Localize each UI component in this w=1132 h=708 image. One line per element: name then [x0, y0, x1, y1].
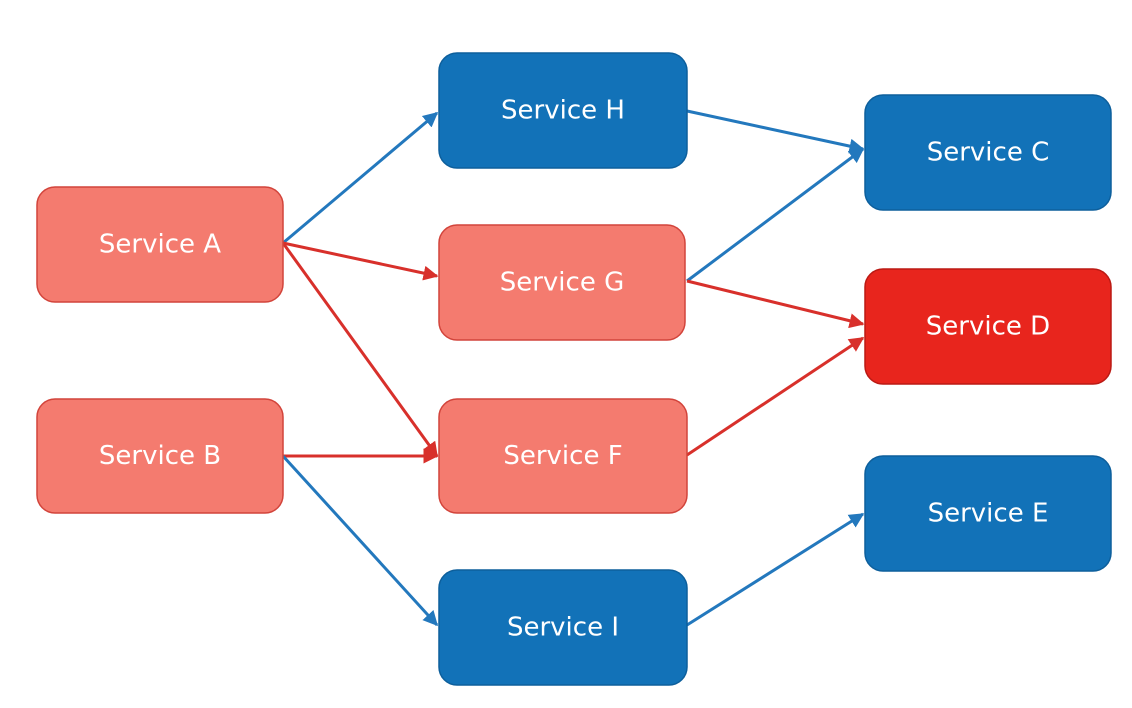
edge-a-to-f: [281, 242, 439, 458]
edges-layer: [281, 109, 865, 627]
node-label: Service F: [503, 441, 622, 471]
node-service-g[interactable]: Service G: [438, 224, 686, 341]
node-label: Service E: [928, 499, 1049, 529]
node-box: [864, 455, 1112, 572]
nodes-layer: Service A Service B Service H Service G Serv…: [36, 52, 1112, 686]
node-label: Service G: [500, 268, 625, 298]
node-box: [36, 186, 284, 303]
node-service-b[interactable]: Service B: [36, 398, 284, 514]
node-service-d[interactable]: Service D: [864, 268, 1112, 385]
node-label: Service I: [507, 613, 619, 643]
node-service-a[interactable]: Service A: [36, 186, 284, 303]
edge-g-to-d: [686, 279, 865, 329]
node-box: [438, 52, 688, 169]
node-label: Service A: [99, 230, 221, 260]
edge-a-to-g: [282, 241, 439, 281]
node-box: [438, 224, 686, 341]
node-service-e[interactable]: Service E: [864, 455, 1112, 572]
edge-f-to-d: [686, 336, 865, 457]
node-box: [864, 94, 1112, 211]
node-box: [36, 398, 284, 514]
edge-b-to-i: [281, 454, 439, 627]
edge-i-to-e: [686, 512, 865, 627]
node-box: [438, 398, 688, 514]
node-service-i[interactable]: Service I: [438, 569, 688, 686]
node-label: Service C: [927, 138, 1050, 168]
node-service-f[interactable]: Service F: [438, 398, 688, 514]
node-service-c[interactable]: Service C: [864, 94, 1112, 211]
node-label: Service D: [926, 312, 1050, 342]
node-service-h[interactable]: Service H: [438, 52, 688, 169]
node-label: Service B: [99, 441, 221, 471]
edge-g-to-c: [686, 147, 865, 283]
edge-a-to-h: [282, 111, 439, 245]
edge-h-to-c: [686, 109, 865, 154]
node-label: Service H: [501, 96, 625, 126]
node-box: [864, 268, 1112, 385]
node-box: [438, 569, 688, 686]
